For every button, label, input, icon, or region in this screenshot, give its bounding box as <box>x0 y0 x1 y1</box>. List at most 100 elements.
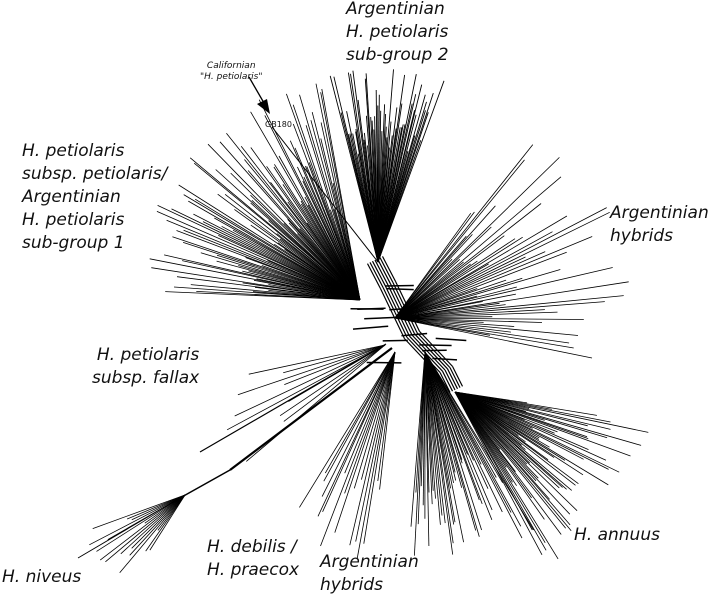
network-edge <box>394 317 570 344</box>
network-edge <box>193 162 361 301</box>
network-edge <box>454 391 572 531</box>
label-argentinian-sub-group-2: Argentinian H. petiolaris sub-group 2 <box>346 0 449 67</box>
network-edge <box>292 104 361 301</box>
network-edge <box>394 317 584 320</box>
network-edge <box>305 125 361 301</box>
core-split-edge <box>414 333 431 352</box>
network-edge <box>356 351 396 559</box>
network-edge <box>394 203 542 319</box>
network-edge <box>126 494 186 520</box>
network-edge <box>394 157 560 319</box>
network-edge <box>394 251 567 319</box>
annotation-californian: Californian "H. petiolaris" <box>200 61 262 83</box>
label-line: Argentinian <box>320 552 419 572</box>
network-edge <box>394 215 568 319</box>
network-edge <box>394 236 523 319</box>
network-edge <box>424 351 446 524</box>
network-edge <box>264 115 361 301</box>
network-edge <box>424 351 430 493</box>
label-line: H. petiolaris <box>22 210 125 230</box>
annotation-line: "H. petiolaris" <box>200 72 263 82</box>
network-edge <box>193 213 361 301</box>
network-edge <box>394 317 579 336</box>
label-line: H. petiolaris <box>346 22 449 42</box>
core-split-edge <box>382 287 396 313</box>
network-edge <box>234 344 386 417</box>
network-edge <box>394 235 505 319</box>
label-argentinian-hybrids-bottom: Argentinian hybrids <box>320 551 419 596</box>
network-edge <box>424 351 454 483</box>
network-edge <box>92 494 186 529</box>
network-edge <box>394 251 546 319</box>
label-line: subsp. petiolaris/ <box>22 164 168 184</box>
core-split-edge <box>386 287 414 291</box>
network-edge <box>283 344 386 422</box>
network-edge <box>246 344 386 462</box>
core-split-edge <box>389 283 404 310</box>
label-line: H. annuus <box>574 525 660 545</box>
network-edge <box>454 391 588 438</box>
network-edge <box>173 286 361 301</box>
network-edge <box>454 391 528 404</box>
network-edge <box>424 351 497 478</box>
label-line: H. petiolaris <box>22 141 125 161</box>
network-edge <box>355 351 396 542</box>
network-edge <box>394 281 629 319</box>
core-split-edge <box>404 338 421 357</box>
network-edge <box>289 140 361 301</box>
network-edge <box>248 344 386 375</box>
network-edge <box>424 351 483 505</box>
network-edge <box>305 165 361 301</box>
network-edge <box>424 351 480 537</box>
network-edge <box>183 194 361 301</box>
network-edge <box>394 176 562 319</box>
network-edge <box>292 123 361 301</box>
network-edge <box>283 344 386 374</box>
network-edge <box>379 351 396 490</box>
network-edge <box>377 351 396 482</box>
label-line: hybrids <box>320 575 383 595</box>
network-edge <box>454 391 609 486</box>
core-split-edge <box>401 332 428 337</box>
core-split-edge <box>369 262 384 288</box>
network-edge <box>353 351 396 489</box>
core-split-edge <box>392 282 406 308</box>
network-edge <box>424 351 463 460</box>
label-line: Argentinian <box>346 0 445 19</box>
core-split-edge <box>435 337 467 342</box>
core-split-edge <box>419 344 452 347</box>
core-split-edge <box>384 284 414 287</box>
network-edge <box>424 351 441 525</box>
core-split-edge <box>449 367 461 388</box>
network-edge <box>394 236 593 319</box>
core-split-edge <box>406 336 424 355</box>
label-line: H. debilis / <box>207 537 297 557</box>
core-split-edge <box>376 258 392 285</box>
network-edge <box>394 311 558 319</box>
network-edge <box>199 343 387 453</box>
network-edge <box>250 194 361 301</box>
network-edge <box>323 351 396 482</box>
label-petiolaris-sub-group-1: H. petiolaris subsp. petiolaris/ Argenti… <box>22 140 167 255</box>
network-edge <box>454 391 607 461</box>
network-edge <box>394 301 605 319</box>
network-edge <box>454 391 611 430</box>
label-line: H. niveus <box>2 567 82 587</box>
network-edge <box>454 391 543 555</box>
network-edge <box>394 317 543 323</box>
network-edge <box>77 494 186 559</box>
network-edge <box>105 494 186 563</box>
core-split-edge <box>371 260 387 287</box>
tip-label-gb180: GB180 <box>265 120 292 129</box>
core-split-edge <box>435 347 453 367</box>
network-edge <box>454 391 576 486</box>
network-edge <box>344 351 396 494</box>
network-edge <box>394 317 574 349</box>
network-edge <box>250 147 361 301</box>
network-edge <box>414 351 426 556</box>
network-edge <box>334 351 396 533</box>
network-edge <box>454 391 567 529</box>
network-edge <box>279 344 386 417</box>
network-edge <box>394 256 526 319</box>
